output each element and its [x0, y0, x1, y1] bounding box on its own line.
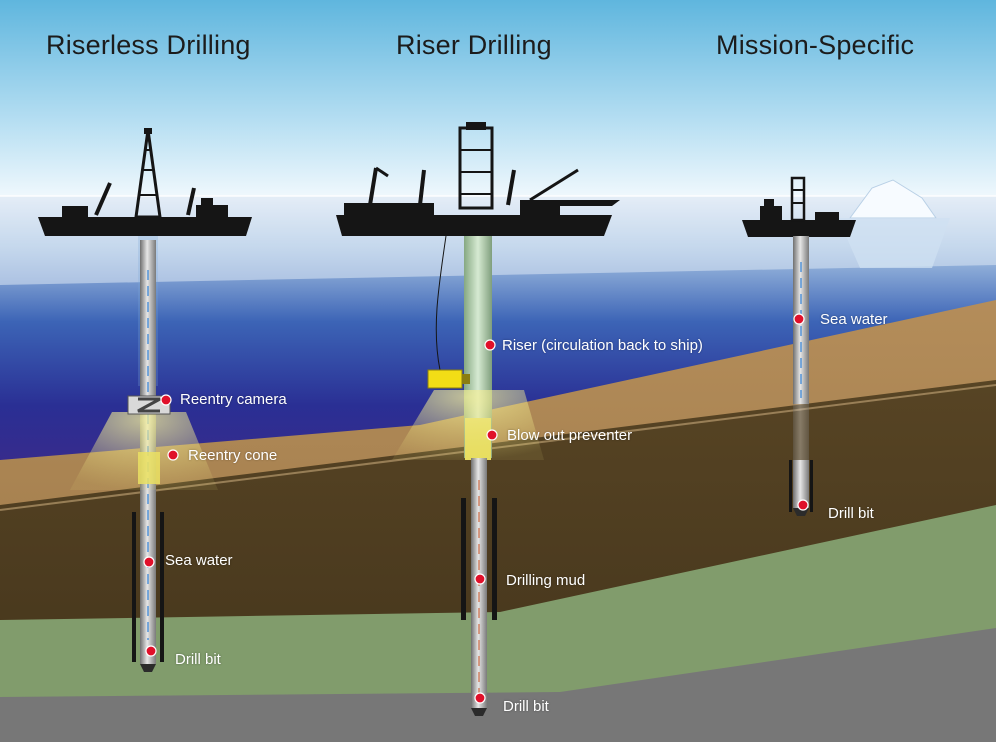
riserless-drilling-title: Riserless Drilling — [46, 30, 251, 60]
blow-out-preventer-marker — [486, 429, 498, 441]
riser-drill-bit-label: Drill bit — [503, 698, 549, 715]
riser-label: Riser (circulation back to ship) — [502, 337, 703, 354]
sky — [0, 0, 996, 200]
riserless-sea-water-label: Sea water — [165, 552, 233, 569]
mission-sea-water-label: Sea water — [820, 311, 888, 328]
riserless-drill-bit-marker — [145, 645, 157, 657]
reentry-cone-funnel — [138, 452, 160, 484]
drilling-mud-marker — [474, 573, 486, 585]
reentry-camera-label: Reentry camera — [180, 391, 287, 408]
riserless-sea-water-marker — [143, 556, 155, 568]
mission-sea-water-marker — [793, 313, 805, 325]
reentry-cone-label: Reentry cone — [188, 447, 278, 464]
mission-specific-title: Mission-Specific — [716, 30, 915, 60]
blow-out-preventer-label: Blow out preventer — [507, 427, 633, 444]
mission-drill-bit-label: Drill bit — [828, 505, 874, 522]
mission-drill-bit-marker — [797, 499, 809, 511]
bedrock-layer — [0, 628, 996, 742]
reentry-cone-marker — [167, 449, 179, 461]
iceberg — [838, 179, 950, 268]
riserless-drill-bit-label: Drill bit — [175, 651, 221, 668]
riserless-drilling-ship — [38, 128, 252, 236]
mission-specific-ship — [742, 176, 856, 237]
riser-drill-bit-marker — [474, 692, 486, 704]
rov-vehicle — [427, 369, 470, 389]
riser-marker — [484, 339, 496, 351]
marker-dots — [143, 313, 809, 704]
rov-tether — [435, 235, 447, 371]
riser-drilling-title: Riser Drilling — [396, 30, 552, 60]
drilling-mud-label: Drilling mud — [506, 572, 586, 589]
reentry-cone — [70, 412, 218, 490]
reentry-camera — [127, 395, 171, 415]
blow-out-preventer-cone — [392, 390, 544, 460]
reentry-camera-marker — [160, 394, 172, 406]
riser-drilling-ship — [336, 122, 620, 236]
